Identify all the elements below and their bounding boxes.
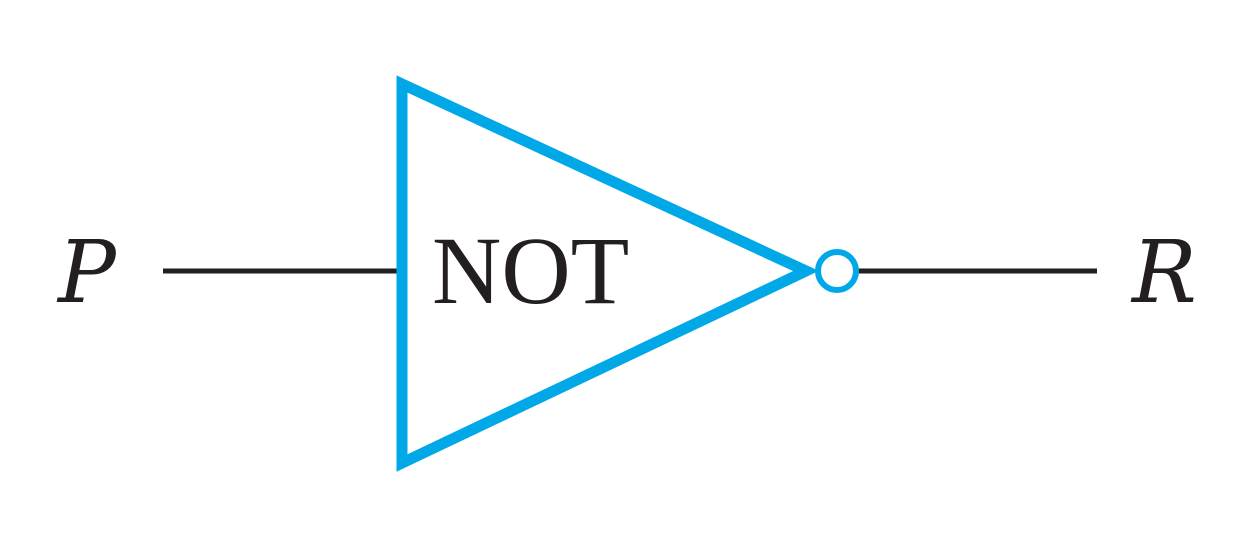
input-label: P [56, 223, 118, 323]
output-label: R [1130, 223, 1197, 323]
gate-label: NOT [432, 217, 629, 324]
not-gate-triangle [396, 75, 819, 472]
inversion-bubble [815, 249, 859, 293]
